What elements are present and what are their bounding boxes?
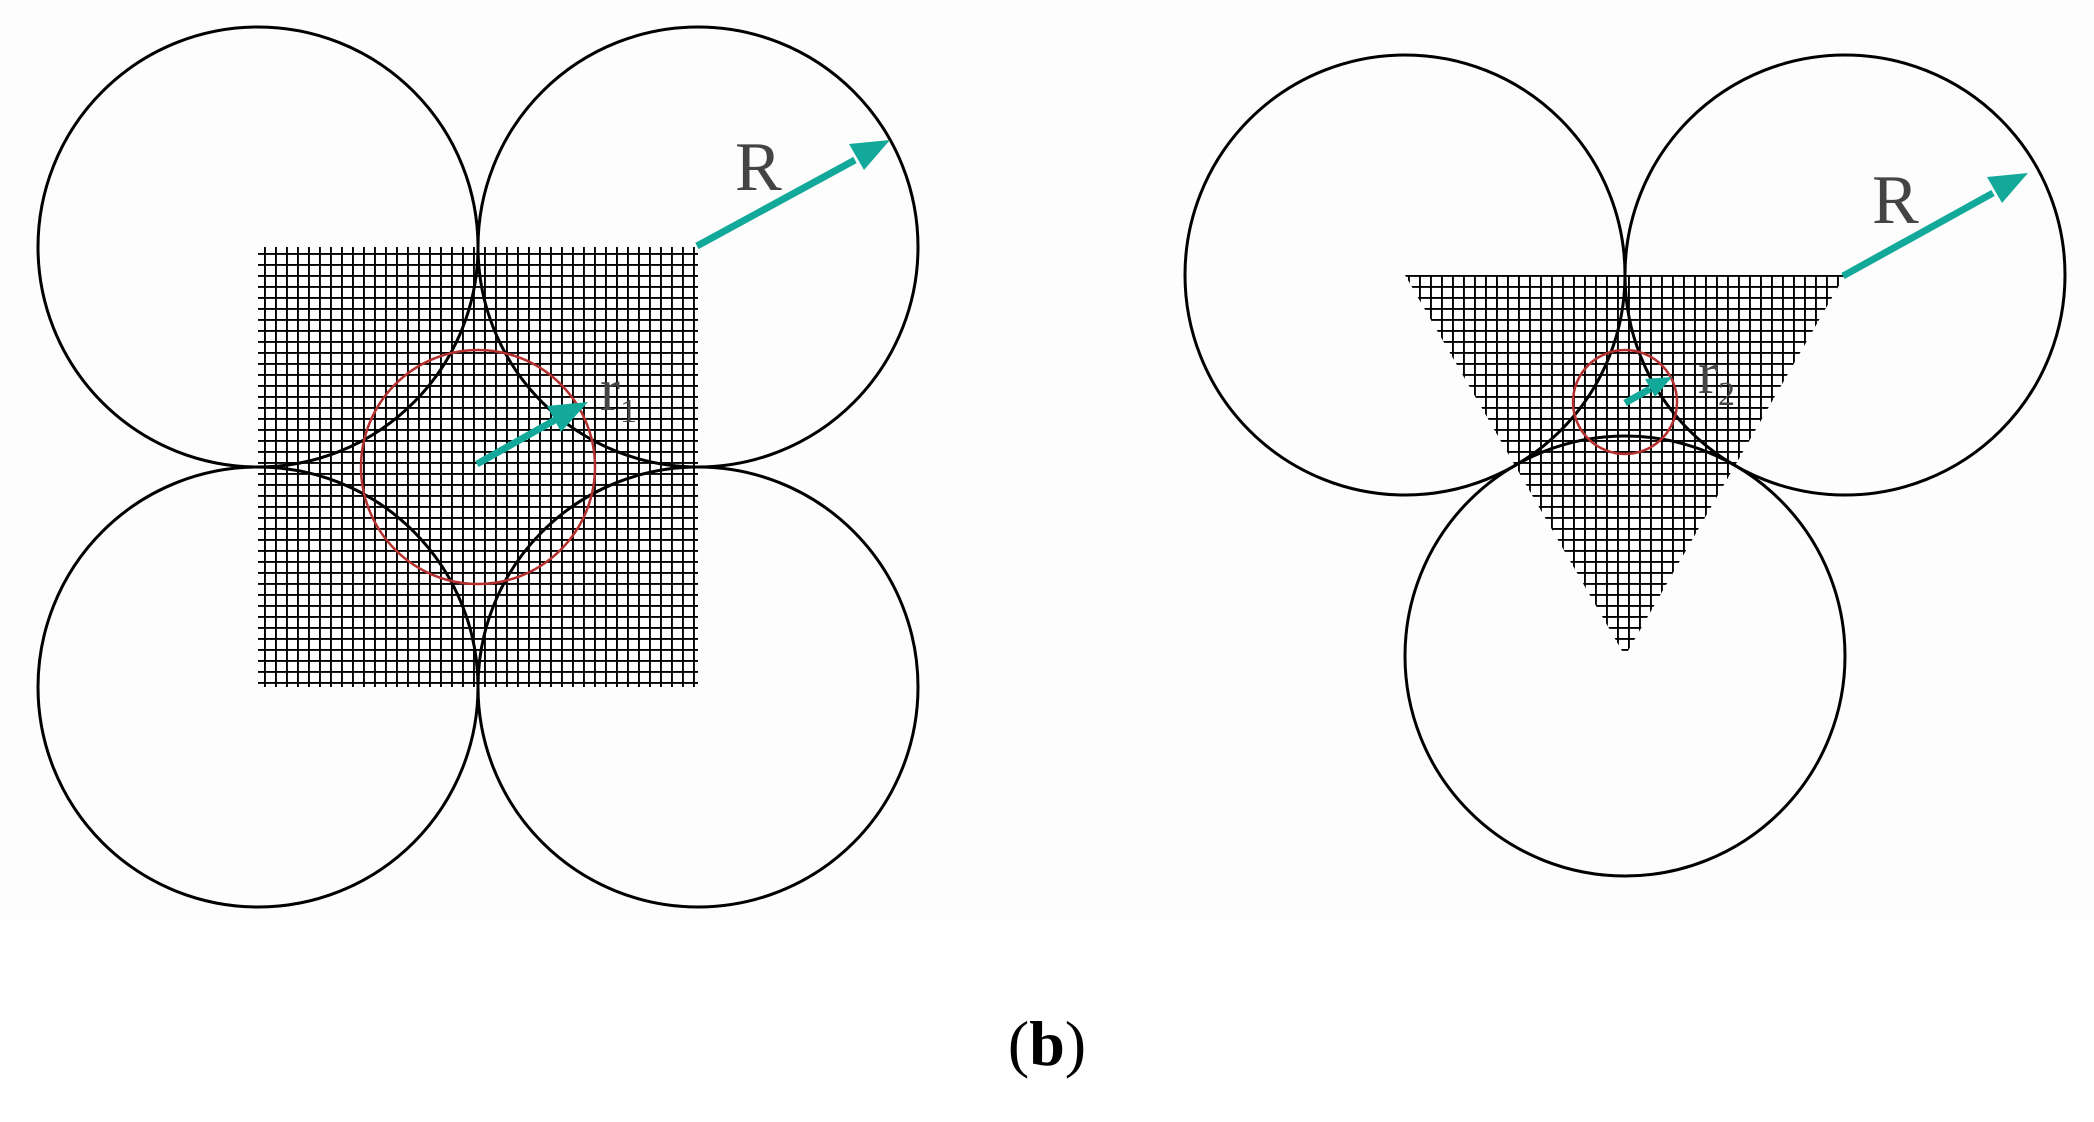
pore-space-triangle	[1405, 275, 1845, 656]
radius-arrow-R-left	[695, 140, 890, 250]
grain-circle-lower	[1403, 434, 1847, 878]
grain-circle-upper-right	[1623, 53, 2067, 497]
pore-space-square	[258, 247, 698, 687]
triangular-packing-diagram: R r2	[1183, 53, 2067, 878]
square-packing-diagram: R r1	[36, 25, 920, 909]
radius-arrow-r2	[1623, 377, 1672, 407]
inscribed-circle-r1	[359, 348, 597, 586]
radius-arrow-R-right	[1841, 173, 2028, 280]
figure-caption: (b)	[1008, 1008, 1086, 1079]
label-r1: r1	[600, 357, 637, 430]
radius-arrow-r1	[475, 402, 588, 468]
label-r2: r2	[1698, 340, 1735, 413]
grain-circle-bottom-right	[476, 465, 920, 909]
label-R-right: R	[1872, 162, 1919, 239]
inscribed-circle-r2	[1571, 348, 1679, 456]
label-R-left: R	[735, 129, 782, 206]
